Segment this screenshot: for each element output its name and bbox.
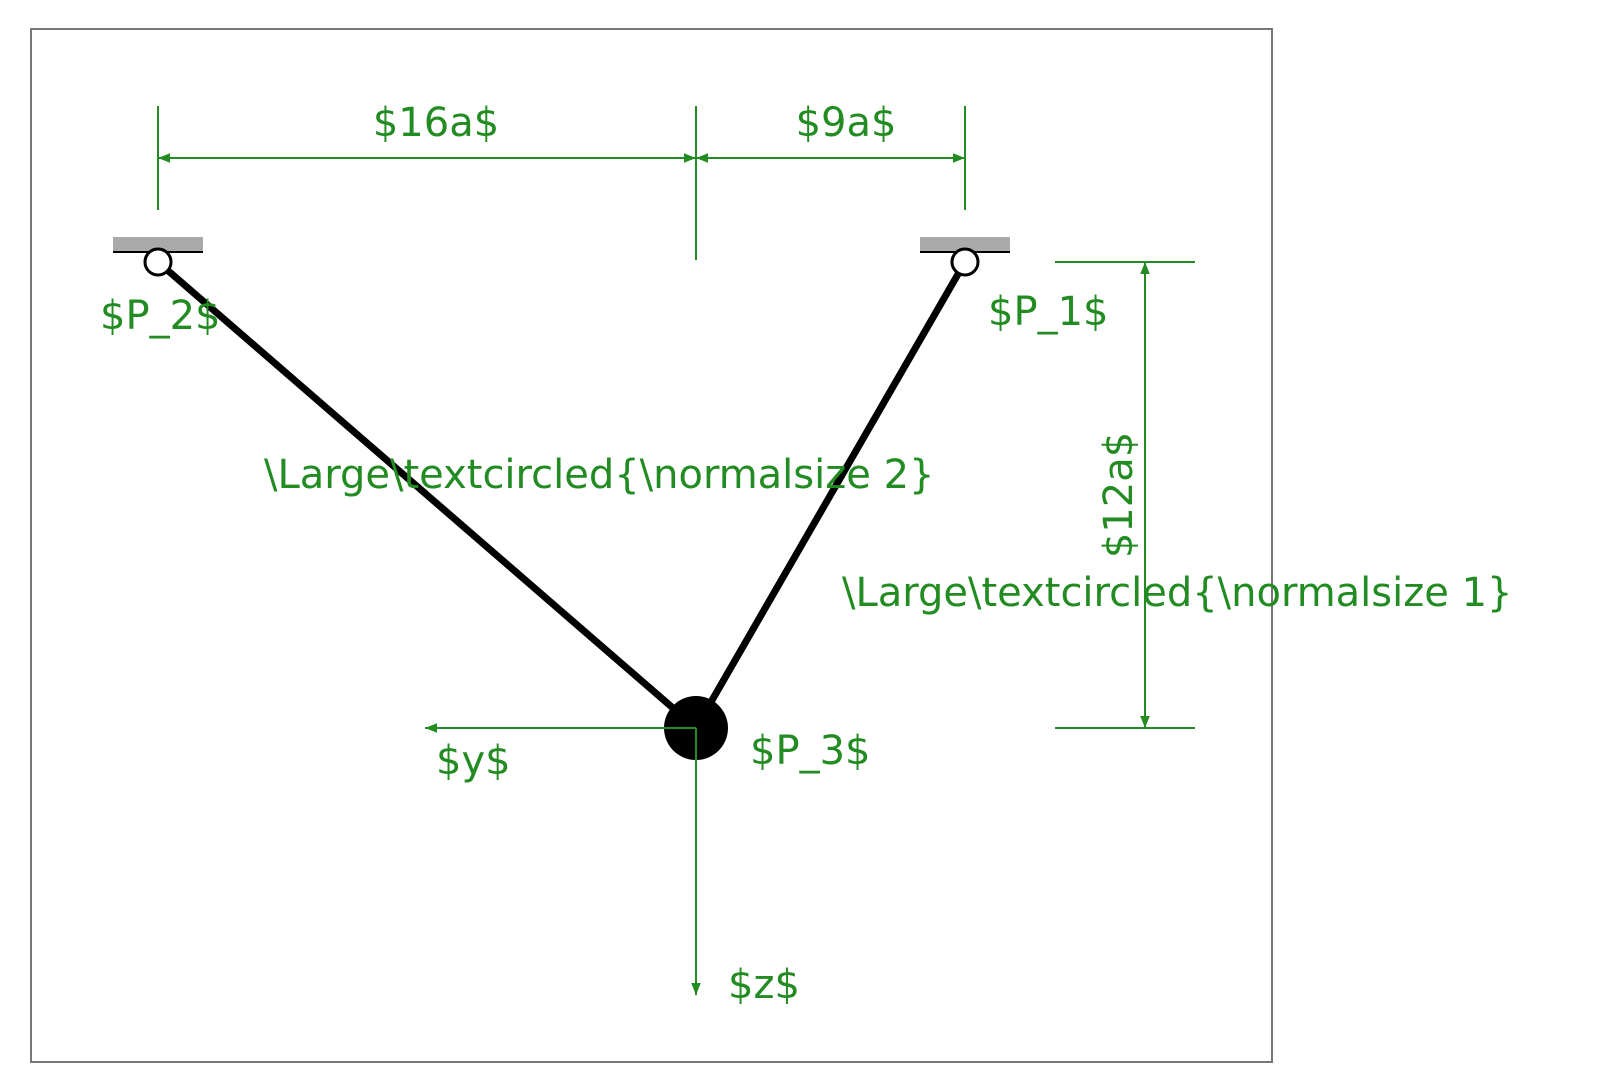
point-p3-label: $P_3$: [750, 728, 870, 774]
dimension-9a-label: $9a$: [796, 100, 897, 146]
dimension-16a-label: $16a$: [373, 100, 499, 146]
member-1-label: \Large\textcircled{\normalsize 1}: [842, 570, 1512, 616]
pin-joint-p1: [950, 247, 980, 277]
axis-y-label: $y$: [436, 738, 511, 784]
member-2-label: \Large\textcircled{\normalsize 2}: [264, 452, 934, 498]
axis-z-label: $z$: [728, 962, 800, 1008]
dimension-horizontal: [157, 106, 966, 260]
dimension-vertical: [1055, 261, 1195, 729]
point-p2-label: $P_2$: [100, 293, 220, 339]
member-1-bar: [692, 258, 969, 732]
member-2-bar: [154, 258, 700, 732]
dimension-12a-label: $12a$: [1096, 432, 1142, 558]
diagram-frame: [30, 28, 1273, 1063]
point-p1-label: $P_1$: [988, 289, 1108, 335]
pin-joint-p2: [143, 247, 173, 277]
